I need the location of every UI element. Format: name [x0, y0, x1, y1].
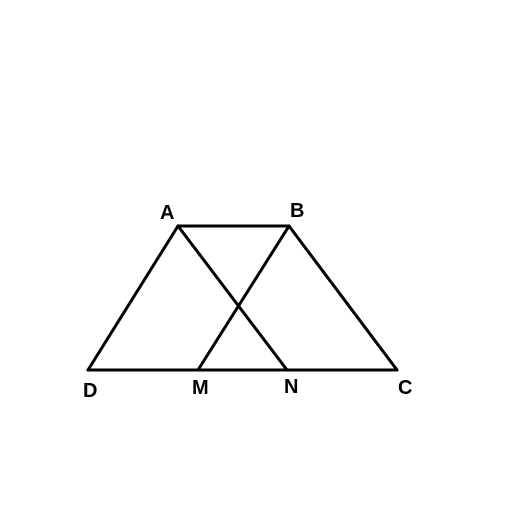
point-label-d: D — [83, 380, 97, 402]
segment-an — [176, 224, 289, 372]
segment-da — [86, 224, 180, 372]
point-label-a: A — [160, 202, 174, 224]
point-label-m: M — [192, 377, 209, 399]
point-label-b: B — [290, 200, 304, 222]
point-label-c: C — [398, 377, 412, 399]
point-label-n: N — [284, 376, 298, 398]
segment-bc — [287, 224, 399, 372]
segment-bm — [196, 224, 291, 372]
